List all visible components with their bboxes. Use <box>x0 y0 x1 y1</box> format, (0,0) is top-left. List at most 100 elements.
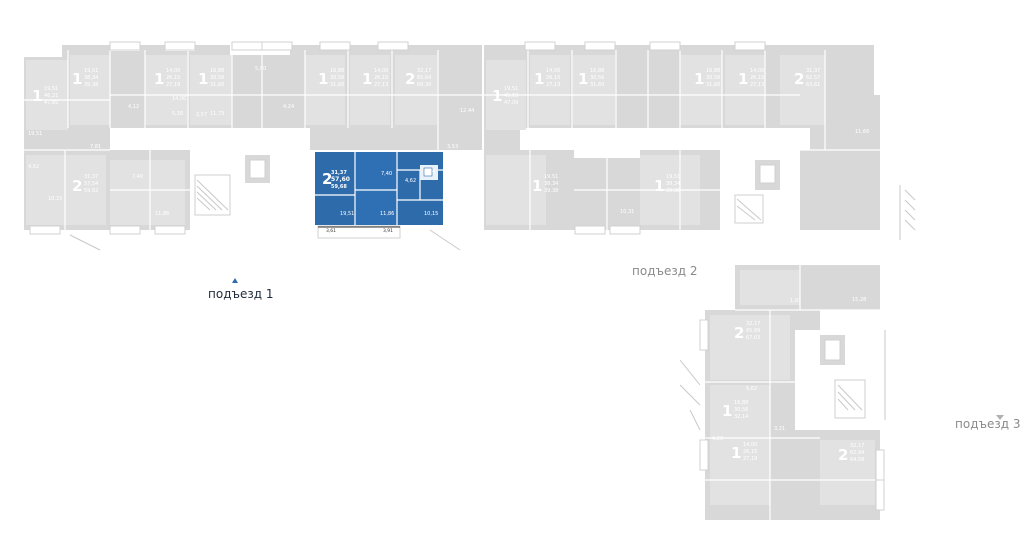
svg-text:2: 2 <box>72 177 82 195</box>
apartment-tile: 1 14,00 26,15 27,13 <box>362 68 388 88</box>
apartment-tile: 2 31,37 62,57 63,61 <box>794 68 820 88</box>
selected-room-area: 4,62 <box>405 178 416 184</box>
svg-text:45,63: 45,63 <box>504 93 518 99</box>
apartment-tile: 2 32,17 65,64 69,30 <box>405 68 431 88</box>
svg-text:47,09: 47,09 <box>504 100 518 106</box>
selected-room-area: 10,15 <box>424 211 438 217</box>
room-area: 4,20 <box>712 436 723 442</box>
room-area: 2,57 <box>196 112 207 118</box>
staircase <box>194 174 231 216</box>
svg-text:1: 1 <box>534 70 544 88</box>
svg-text:1: 1 <box>694 70 704 88</box>
svg-text:30,56: 30,56 <box>734 407 748 413</box>
room-area: 4,24 <box>283 104 294 110</box>
svg-text:67,03: 67,03 <box>746 335 760 341</box>
room-area: 10,15 <box>48 196 62 202</box>
room-area: 1,91 <box>790 298 801 304</box>
apartment-tile: 2 32,17 65,99 67,03 <box>734 321 760 342</box>
svg-text:31,37: 31,37 <box>84 174 98 180</box>
svg-text:14,00: 14,00 <box>743 442 757 448</box>
svg-text:31,60: 31,60 <box>590 82 604 88</box>
apartment-tile: 1 16,88 30,56 31,60 <box>198 68 224 88</box>
svg-text:19,51: 19,51 <box>84 68 98 74</box>
svg-text:14,00: 14,00 <box>546 68 560 74</box>
svg-text:31,60: 31,60 <box>330 82 344 88</box>
room-area: 7,40 <box>132 174 143 180</box>
room-area: 15,28 <box>852 297 866 303</box>
room-area: 15,57 <box>455 196 469 202</box>
wing-lower <box>679 265 886 520</box>
selected-apartment[interactable]: 2 31,37 57,60 59,68 7,40 4,62 19,51 11,8… <box>315 152 443 239</box>
svg-text:32,14: 32,14 <box>734 414 748 420</box>
entrance-3[interactable]: подъезд 3 <box>955 415 1020 431</box>
room-area-labels: 19,51 10,15 4,62 11,73 5,30 14,00 2,57 4… <box>28 66 869 442</box>
svg-text:1: 1 <box>731 444 741 462</box>
apartment-tile: 1 16,88 30,56 31,60 <box>578 68 604 88</box>
wing-middle <box>484 41 916 240</box>
apartment-tile: 1 19,51 38,34 39,38 <box>654 174 680 195</box>
svg-text:27,13: 27,13 <box>546 82 560 88</box>
selected-rooms-count: 2 <box>322 170 332 188</box>
selected-room-area: 4,24 <box>424 169 435 175</box>
room-area: 5,00 <box>255 66 266 72</box>
svg-text:65,99: 65,99 <box>746 328 760 334</box>
entrance-arrow-icon <box>232 278 238 283</box>
svg-text:2: 2 <box>838 446 848 464</box>
selected-balcony-area: 3,61 <box>326 228 336 234</box>
svg-text:19,51: 19,51 <box>504 86 518 92</box>
svg-text:19,51: 19,51 <box>666 174 680 180</box>
svg-text:2: 2 <box>405 70 415 88</box>
svg-text:1: 1 <box>362 70 372 88</box>
svg-text:69,30: 69,30 <box>417 82 431 88</box>
svg-text:46,21: 46,21 <box>44 93 58 99</box>
apartment-tile: 1 16,88 30,56 31,60 <box>694 68 720 88</box>
apartment-labels: 1 19,51 46,21 47,85 1 19,51 38,34 39,38 … <box>32 68 864 464</box>
room-area: 11,73 <box>210 111 224 117</box>
svg-text:32,17: 32,17 <box>417 68 431 74</box>
svg-text:47,85: 47,85 <box>44 100 58 106</box>
selected-balcony-area: 3,91 <box>383 228 393 234</box>
room-area: 11,86 <box>155 211 169 217</box>
apartment-tile: 2 32,17 62,94 64,58 <box>838 443 864 464</box>
svg-text:38,34: 38,34 <box>544 181 558 187</box>
svg-text:14,00: 14,00 <box>750 68 764 74</box>
entrance-arrow-icon <box>996 415 1004 420</box>
room-area: 7,81 <box>90 144 101 150</box>
room-area: 14,00 <box>172 96 186 102</box>
svg-text:30,56: 30,56 <box>330 75 344 81</box>
svg-text:62,57: 62,57 <box>806 75 820 81</box>
svg-text:26,15: 26,15 <box>166 75 180 81</box>
entrance-label: подъезд 2 <box>632 264 697 278</box>
svg-text:1: 1 <box>198 70 208 88</box>
svg-text:65,64: 65,64 <box>417 75 431 81</box>
svg-text:32,17: 32,17 <box>746 321 760 327</box>
selected-room-area: 19,51 <box>340 211 354 217</box>
svg-text:38,34: 38,34 <box>84 75 98 81</box>
svg-text:16,88: 16,88 <box>330 68 344 74</box>
svg-text:1: 1 <box>72 70 82 88</box>
selected-room-area: 7,40 <box>381 171 392 177</box>
entrance-1[interactable]: подъезд 1 <box>208 278 273 301</box>
svg-text:39,38: 39,38 <box>666 188 680 194</box>
svg-text:31,60: 31,60 <box>210 82 224 88</box>
svg-text:39,38: 39,38 <box>84 82 98 88</box>
svg-text:1: 1 <box>578 70 588 88</box>
apartment-tile: 1 16,88 30,56 32,14 <box>722 400 748 420</box>
staircase <box>734 194 764 224</box>
svg-text:2: 2 <box>734 324 744 342</box>
room-area: 19,51 <box>28 131 42 137</box>
svg-text:59,62: 59,62 <box>84 188 98 194</box>
svg-text:27,13: 27,13 <box>750 82 764 88</box>
svg-text:26,15: 26,15 <box>750 75 764 81</box>
svg-text:31,60: 31,60 <box>706 82 720 88</box>
svg-text:30,56: 30,56 <box>706 75 720 81</box>
svg-text:30,56: 30,56 <box>590 75 604 81</box>
svg-text:38,34: 38,34 <box>666 181 680 187</box>
room-area: 3,21 <box>774 426 785 432</box>
svg-text:63,61: 63,61 <box>806 82 820 88</box>
entrance-label: подъезд 3 <box>955 417 1020 431</box>
entrance-2[interactable]: подъезд 2 <box>632 264 697 278</box>
svg-text:62,94: 62,94 <box>850 450 864 456</box>
apartment-tile: 1 14,00 26,15 27,13 <box>534 68 560 88</box>
